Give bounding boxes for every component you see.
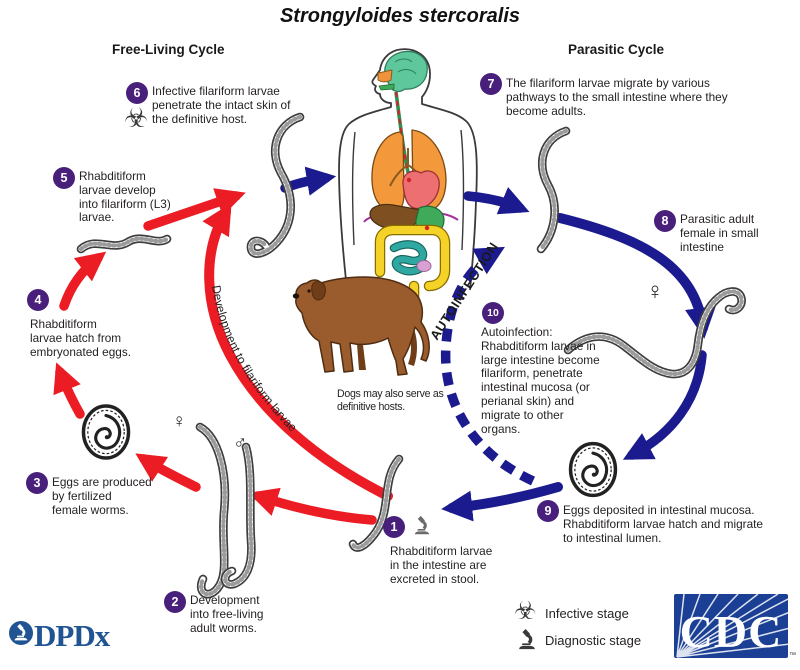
dog-eye bbox=[307, 289, 311, 293]
human-figure bbox=[338, 48, 478, 303]
step-10-text: Autoinfection: Rhabditiform larvae in la… bbox=[481, 325, 600, 436]
arrow-adults-to-eggs bbox=[135, 453, 201, 492]
female-symbol-parasitic: ♀ bbox=[646, 278, 664, 305]
dog-figure bbox=[292, 276, 430, 376]
heading-parasitic-cycle: Parasitic Cycle bbox=[568, 42, 665, 57]
dpdx-logo: DPDx bbox=[9, 618, 112, 653]
larva-mark bbox=[424, 225, 430, 231]
arrow-eggs-to-stool bbox=[441, 482, 563, 522]
step-10-badge: 10 bbox=[482, 302, 504, 324]
human-armpit-lines bbox=[351, 129, 465, 251]
step-6-text: Infective filariform larvae penetrate th… bbox=[152, 84, 291, 126]
worm-migrating-larva bbox=[541, 131, 566, 249]
liver bbox=[369, 203, 422, 231]
arrow-larvae-to-filariform bbox=[143, 188, 246, 231]
microscope-icon-step1 bbox=[412, 515, 432, 541]
step-4-text: Rhabditiform larvae hatch from embryonat… bbox=[30, 317, 131, 359]
heading-free-living-cycle: Free-Living Cycle bbox=[112, 42, 225, 57]
arrow-autoinfection-dashed bbox=[440, 246, 535, 486]
egg-intestinal bbox=[568, 441, 618, 498]
male-symbol-free-living: ♂ bbox=[233, 433, 248, 454]
red-arrows bbox=[53, 188, 393, 525]
human-outline-left bbox=[338, 49, 398, 291]
dog-caption: Dogs may also serve as definitive hosts. bbox=[337, 388, 444, 414]
arrow-development-curve bbox=[202, 202, 393, 501]
step-4-badge: 4 bbox=[27, 289, 49, 311]
arrow-hatch-to-larvae bbox=[59, 251, 107, 311]
nasal-cavity bbox=[377, 69, 393, 83]
female-symbol-free-living: ♀ bbox=[172, 411, 187, 432]
diagram-title: Strongyloides stercoralis bbox=[279, 5, 521, 27]
dog-body bbox=[295, 276, 430, 376]
step-7-text: The filariform larvae migrate by various… bbox=[506, 76, 728, 118]
worm-free-living-male bbox=[225, 447, 251, 584]
biohazard-icon-legend: ☣ bbox=[514, 597, 537, 625]
larva-mark bbox=[406, 177, 412, 183]
legend-infective-label: Infective stage bbox=[545, 606, 629, 621]
arrow-eggs-to-hatch bbox=[53, 362, 85, 419]
dpdx-logo-text: DPDx bbox=[34, 618, 111, 653]
step-5-badge: 5 bbox=[53, 167, 75, 189]
mouth bbox=[378, 83, 395, 91]
arrow-to-adult-female bbox=[555, 213, 716, 339]
small-intestine bbox=[389, 240, 430, 276]
dog-ear bbox=[311, 281, 326, 301]
step-9-text: Eggs deposited in intestinal mucosa. Rha… bbox=[563, 503, 763, 545]
brain-folds bbox=[394, 58, 417, 75]
worm-free-living-female bbox=[200, 427, 225, 594]
microscope-icon-legend bbox=[516, 628, 538, 656]
step-2-text: Development into free-living adult worms… bbox=[190, 593, 264, 635]
step-7-badge: 7 bbox=[480, 73, 502, 95]
step-9-badge: 9 bbox=[537, 500, 559, 522]
bladder bbox=[416, 260, 432, 272]
arrow-stool-to-adults bbox=[248, 487, 377, 525]
cdc-logo-text: CDC bbox=[680, 606, 783, 657]
legend-diagnostic-label: Diagnostic stage bbox=[545, 633, 642, 648]
step-3-badge: 3 bbox=[26, 472, 48, 494]
egg-free-living bbox=[81, 404, 131, 460]
trademark-symbol: ™ bbox=[789, 652, 796, 659]
step-1-text: Rhabditiform larvae in the intestine are… bbox=[390, 544, 493, 586]
step-2-badge: 2 bbox=[164, 591, 186, 613]
step-6-badge: 6 bbox=[126, 82, 148, 104]
dog-nose bbox=[292, 293, 300, 299]
arrow-female-to-eggs bbox=[622, 350, 707, 460]
migration-route bbox=[395, 91, 410, 177]
blue-arrows bbox=[280, 166, 716, 522]
arrow-body-to-migrating-larva bbox=[463, 187, 530, 215]
worm-filariform-l3 bbox=[81, 239, 167, 249]
step-5-text: Rhabditiform larvae develop into filarif… bbox=[79, 169, 171, 225]
step-3-text: Eggs are produced by fertilized female w… bbox=[52, 475, 152, 517]
step-8-badge: 8 bbox=[654, 210, 676, 232]
cdc-rays bbox=[676, 594, 788, 658]
biohazard-icon-step6: ☣ bbox=[124, 103, 149, 133]
development-label: Development to filariform larvae bbox=[209, 284, 300, 434]
cdc-logo: CDC bbox=[674, 594, 788, 658]
human-outline-right bbox=[396, 48, 478, 291]
step-8-text: Parasitic adult female in small intestin… bbox=[680, 212, 759, 254]
heart bbox=[402, 170, 440, 210]
step-1-badge: 1 bbox=[383, 516, 405, 538]
